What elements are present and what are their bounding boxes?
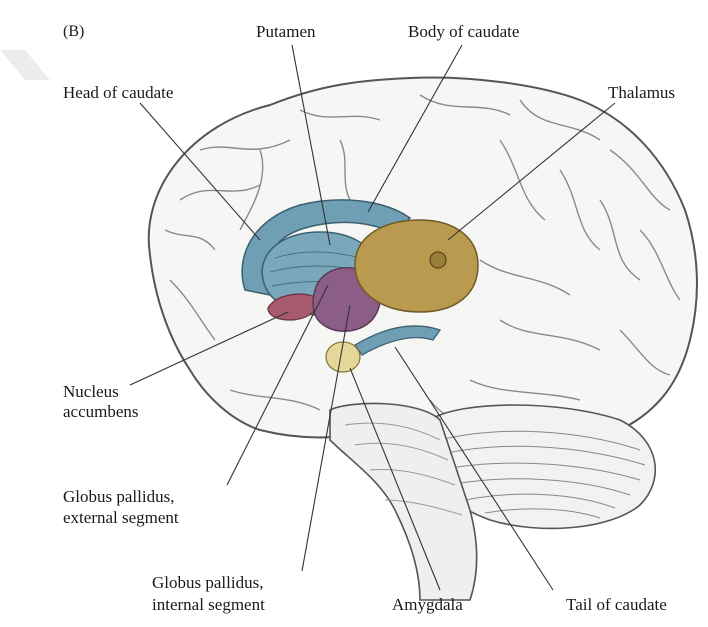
- label-putamen: Putamen: [256, 22, 316, 42]
- label-tail-of-caudate: Tail of caudate: [566, 595, 667, 615]
- thalamus-pulvinar-mark: [430, 252, 446, 268]
- label-gp-external-line1: Globus pallidus,: [63, 487, 174, 507]
- watermark-mark: [0, 50, 50, 80]
- label-gp-internal-line1: Globus pallidus,: [152, 573, 263, 593]
- panel-label: (B): [63, 22, 84, 42]
- thalamus-shape: [355, 220, 478, 312]
- label-body-of-caudate: Body of caudate: [408, 22, 519, 42]
- label-head-of-caudate: Head of caudate: [63, 83, 173, 103]
- label-gp-external-line2: external segment: [63, 508, 179, 528]
- label-thalamus: Thalamus: [608, 83, 675, 103]
- label-amygdala: Amygdala: [392, 595, 463, 615]
- label-gp-internal-line2: internal segment: [152, 595, 265, 615]
- label-nucleus-accumbens-line2: accumbens: [63, 402, 139, 422]
- label-nucleus-accumbens-line1: Nucleus: [63, 382, 119, 402]
